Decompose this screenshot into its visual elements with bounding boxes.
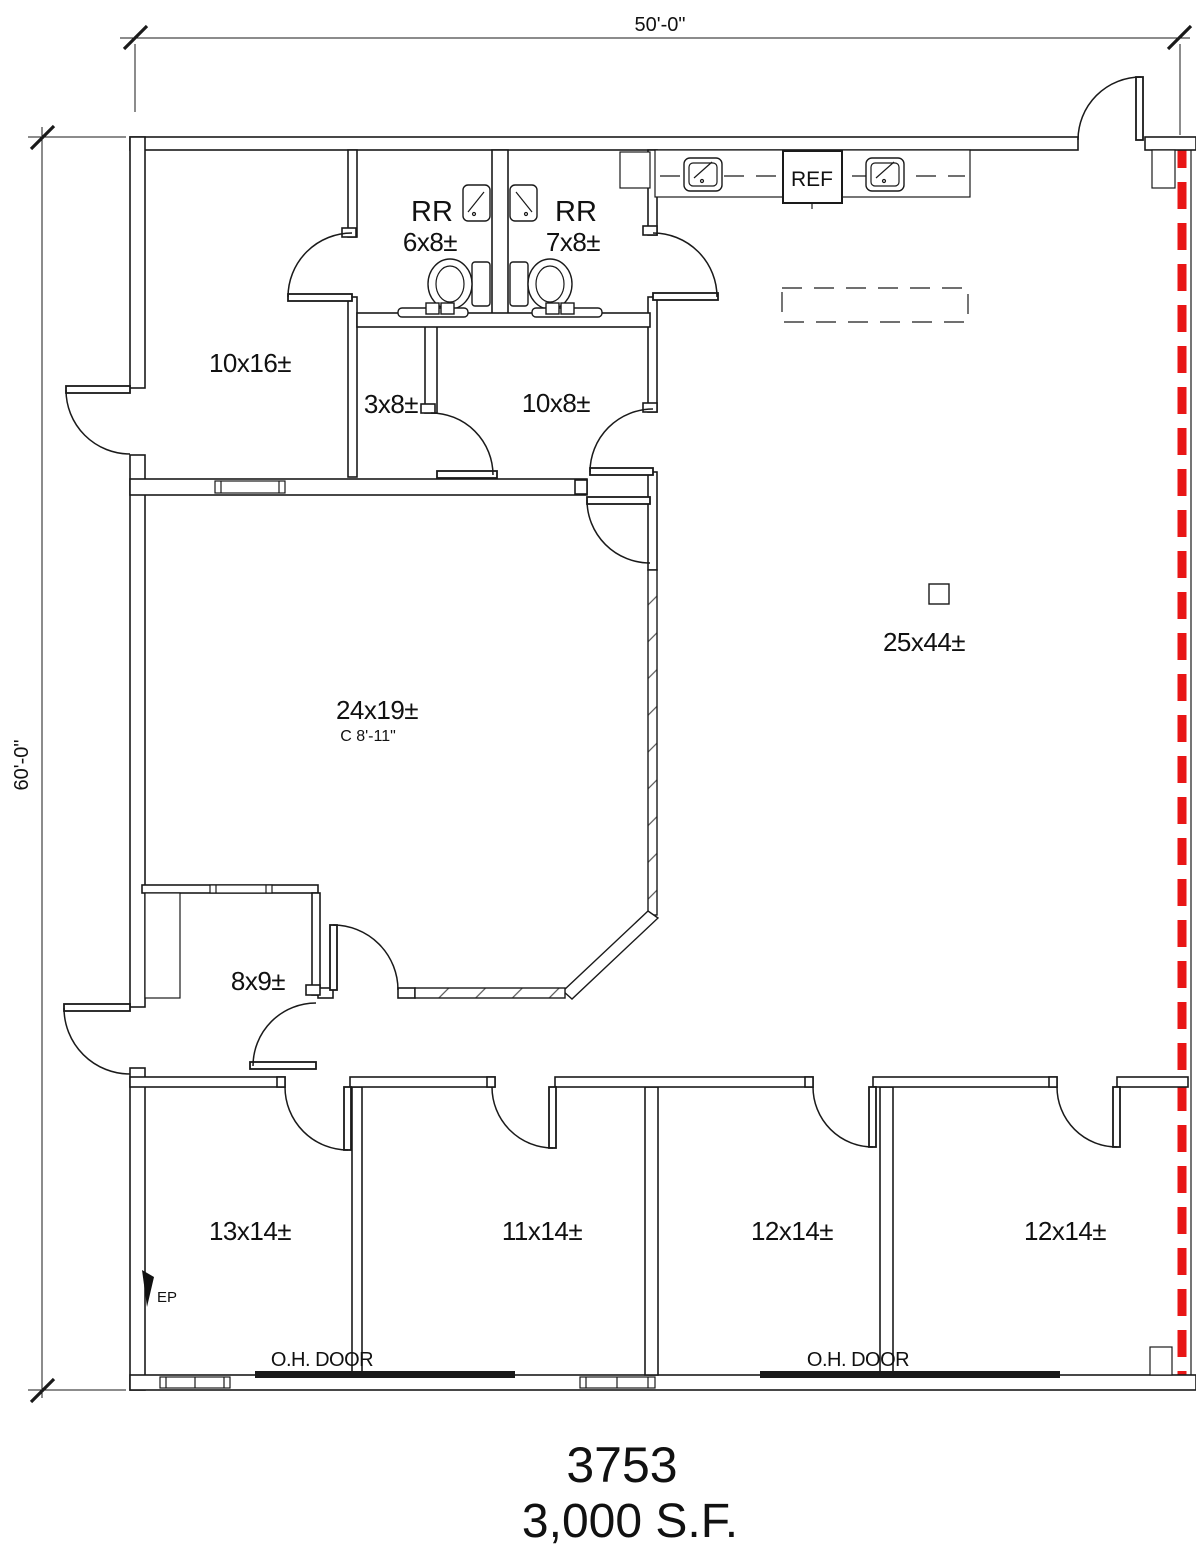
wall-notch-top-right [1151,149,1176,189]
toilet-right [509,258,573,310]
wall-notch-bottom-right [1149,1346,1173,1376]
relite-window-8x9 [209,884,273,894]
ref-label: REF [791,168,833,191]
unit-number: 3753 [566,1437,677,1493]
label-12x14-left: 12x14± [751,1216,833,1246]
toilet-left [427,258,491,310]
window-13x14 [159,1376,231,1389]
door-restroom-left [287,232,353,302]
door-13x14 [284,1086,352,1151]
restroom-sink-right [509,184,538,222]
refrigerator: REF [782,150,843,209]
oh-door-label-left: O.H. DOOR [271,1349,373,1371]
entry-door-top-right [1077,76,1144,141]
door-24x19-northeast [586,496,651,564]
label-10x8: 10x8± [522,388,590,418]
label-3x8: 3x8± [364,389,418,419]
label-rr-right-size: 7x8± [546,227,600,257]
door-3x8 [430,412,498,479]
grab-bar-left [397,302,469,318]
label-rr-left-size: 6x8± [403,227,457,257]
label-ceiling-height: C 8'-11" [340,728,396,745]
door-8x9-hall [249,1002,317,1070]
kitchen-sink-right [865,157,905,192]
overhead-door-left [255,1371,515,1378]
label-10x16: 10x16± [209,348,291,378]
island-counter [781,287,969,323]
corner-chase [619,151,651,189]
door-12x14-right [1056,1086,1121,1148]
grab-bar-right [531,302,603,318]
interior-walls [129,149,1189,1376]
label-25x44: 25x44± [883,627,965,657]
exterior-door-8x9 [63,1003,131,1075]
restroom-sink-left [462,184,491,222]
structural-column [928,583,950,605]
label-8x9: 8x9± [231,966,285,996]
unit-area: 3,000 S.F. [522,1495,738,1548]
left-dimension: 60'-0" [11,124,126,1404]
overhead-door-right [760,1371,1060,1378]
glass-partitions [414,569,660,1000]
closet-8x9 [144,892,181,999]
label-rr-left: RR [411,196,453,228]
electrical-panel: EP [142,1270,177,1307]
door-24x19-south [329,924,399,991]
door-11x14 [491,1086,557,1149]
door-10x8 [589,408,654,476]
width-dimension-label: 50'-0" [635,14,686,36]
height-dimension-label: 60'-0" [11,740,33,791]
relite-window-10x16 [214,480,286,494]
label-24x19: 24x19± [336,695,418,725]
top-dimension: 50'-0" [120,14,1193,135]
door-12x14-left [812,1086,877,1148]
oh-door-label-right: O.H. DOOR [807,1349,909,1371]
window-11x14 [579,1376,656,1389]
door-restroom-right [652,232,719,301]
label-12x14-right: 12x14± [1024,1216,1106,1246]
label-rr-right: RR [555,196,597,228]
ep-label: EP [157,1289,177,1306]
exterior-walls [129,136,1196,1391]
kitchen-sink-left [683,157,723,192]
label-13x14: 13x14± [209,1216,291,1246]
exterior-door-10x16 [65,385,131,455]
label-11x14: 11x14± [502,1216,582,1246]
